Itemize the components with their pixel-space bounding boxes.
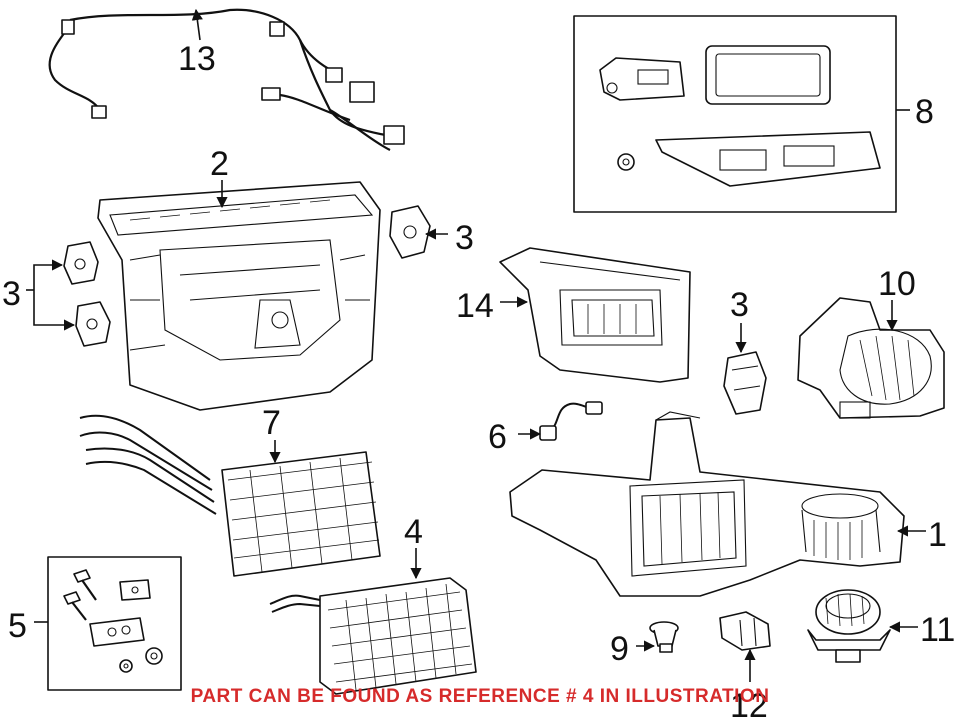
callout-2: 2: [210, 145, 229, 183]
evaporator-core: [269, 577, 477, 695]
callout-3-a: 3: [455, 219, 474, 257]
seal-kit: [599, 45, 881, 187]
seal-kit-box: [573, 15, 897, 213]
callout-12: 12: [730, 687, 768, 717]
distribution-housing: [499, 247, 691, 383]
temperature-sensor: [539, 401, 603, 441]
footer-note: PART CAN BE FOUND AS REFERENCE # 4 IN IL…: [190, 686, 770, 707]
actuator-d: [723, 351, 767, 415]
actuator-b: [63, 241, 99, 285]
callout-3-c: 3: [730, 286, 749, 324]
heater-core: [79, 414, 381, 577]
heater-housing: [97, 181, 381, 411]
actuator-a: [389, 205, 431, 259]
wiring-harness: [48, 8, 405, 151]
drain-grommet: [649, 621, 679, 653]
blower-resistor: [719, 611, 771, 651]
actuator-c: [75, 301, 111, 347]
callout-3-b: 3: [2, 275, 21, 313]
callout-11: 11: [920, 611, 955, 649]
callout-4: 4: [404, 513, 423, 551]
callout-14: 14: [456, 287, 494, 325]
callout-7: 7: [262, 404, 281, 442]
callout-10: 10: [878, 265, 916, 303]
callout-9: 9: [610, 630, 629, 668]
expansion-valve-kit: [63, 569, 163, 673]
blower-motor: [807, 589, 891, 663]
callout-5: 5: [8, 607, 27, 645]
valve-kit-box: [47, 556, 182, 691]
hvac-case: [509, 411, 905, 597]
callout-1: 1: [928, 516, 947, 554]
callout-6: 6: [488, 418, 507, 456]
blower-housing: [797, 297, 945, 419]
callout-13: 13: [178, 40, 216, 78]
callout-8: 8: [915, 93, 934, 131]
